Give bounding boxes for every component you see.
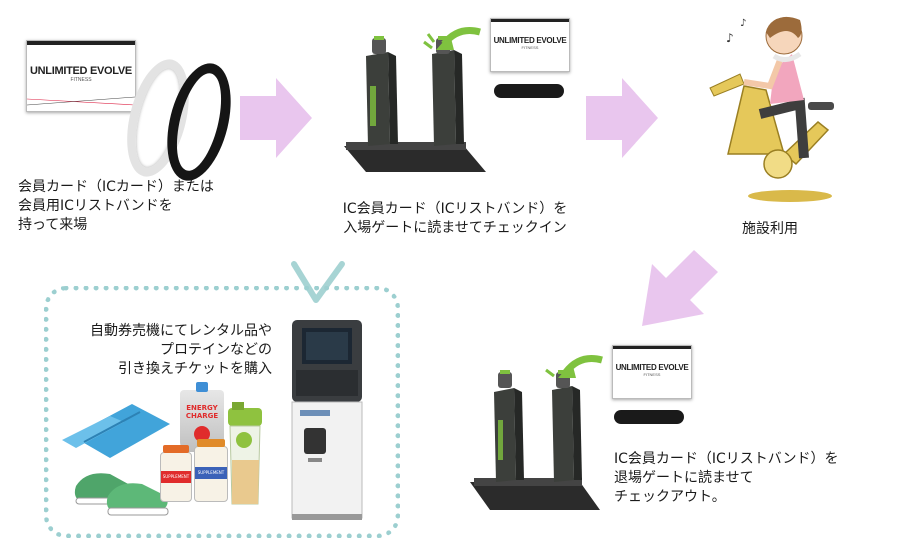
wristband-flat-icon-2 bbox=[614, 410, 684, 424]
step-arrive-caption: 会員カード（ICカード）または 会員用ICリストバンドを 持って来場 bbox=[18, 179, 214, 233]
step-vending-caption: 自動券売機にてレンタル品や プロテインなどの 引き換えチケットを購入 bbox=[90, 323, 272, 377]
exercise-bike-person-icon: ♪ ♪ bbox=[709, 16, 834, 202]
energy-badge-icon bbox=[194, 426, 210, 442]
step-checkin-caption: IC会員カード（ICリストバンド）を 入場ゲートに読ませてチェックイン bbox=[342, 201, 568, 236]
supplement-label: SUPPLEMENT bbox=[195, 467, 227, 479]
flow-arrow-down-left-icon bbox=[642, 250, 718, 326]
card-sub-text: FITNESS bbox=[643, 372, 661, 377]
supplement-bottle-2: SUPPLEMENT bbox=[194, 439, 228, 502]
bottle-cap-icon bbox=[163, 445, 189, 453]
vending-machine-icon bbox=[291, 320, 363, 520]
vending-arrow-down-icon bbox=[291, 261, 345, 303]
vending-section-box bbox=[44, 286, 400, 538]
energy-cap-icon bbox=[196, 382, 208, 392]
exit-gate-icon bbox=[470, 370, 600, 510]
protein-shaker-icon bbox=[228, 402, 262, 505]
rental-towel-icon bbox=[62, 404, 170, 458]
card-stripe-icon bbox=[27, 96, 135, 106]
bottle-cap-icon bbox=[197, 439, 225, 447]
entry-tap-arrow-icon bbox=[423, 27, 481, 50]
exit-tap-arrow-icon bbox=[545, 355, 603, 378]
wristband-flat-icon bbox=[494, 84, 564, 98]
card-brand-text: UNLIMITED EVOLVE bbox=[30, 65, 132, 77]
flow-arrow-right-icon bbox=[240, 78, 312, 158]
rental-shoes-icon bbox=[74, 473, 169, 516]
card-brand-text: UNLIMITED EVOLVE bbox=[493, 36, 567, 45]
member-card-2: UNLIMITED EVOLVE FITNESS bbox=[490, 18, 570, 72]
card-sub-text: FITNESS bbox=[70, 77, 92, 83]
card-top-bar bbox=[27, 41, 135, 45]
flow-arrow-right-icon-2 bbox=[586, 78, 658, 158]
card-brand-text: UNLIMITED EVOLVE bbox=[615, 363, 689, 372]
svg-text:♪: ♪ bbox=[740, 18, 746, 29]
member-card-1: UNLIMITED EVOLVE FITNESS bbox=[26, 40, 136, 112]
step-use-caption: 施設利用 bbox=[742, 221, 798, 237]
member-card-3: UNLIMITED EVOLVE FITNESS bbox=[612, 345, 692, 399]
supplement-bottle-1: SUPPLEMENT bbox=[160, 445, 192, 502]
step-checkout-caption: IC会員カード（ICリストバンド）を 退場ゲートに読ませて チェックアウト。 bbox=[614, 451, 839, 505]
card-top-bar bbox=[491, 19, 569, 22]
card-top-bar bbox=[613, 346, 691, 349]
energy-pack-label: ENERGY CHARGE bbox=[185, 404, 219, 420]
card-sub-text: FITNESS bbox=[521, 45, 539, 50]
supplement-label: SUPPLEMENT bbox=[161, 471, 191, 483]
svg-text:♪: ♪ bbox=[726, 31, 734, 45]
